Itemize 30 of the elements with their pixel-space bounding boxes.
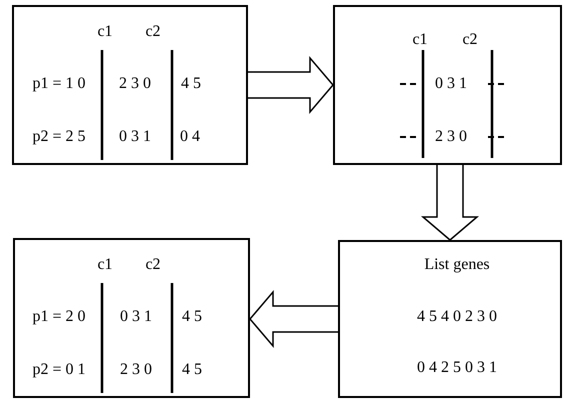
- process-box: [12, 5, 248, 165]
- process-box: [13, 238, 250, 398]
- gene-values: 2 3 0: [119, 75, 151, 93]
- gene-list: 0 4 2 5 0 3 1: [417, 359, 497, 377]
- row-label: p2 = 0 1: [32, 361, 86, 379]
- gene-values: 4 5: [182, 308, 202, 326]
- gene-values: 4 5: [182, 361, 202, 379]
- gene-values: 2 3 0: [435, 128, 467, 146]
- column-label: c1: [97, 256, 113, 274]
- row-label: p2 = 2 5: [32, 128, 86, 146]
- process-box: [333, 5, 562, 165]
- row-label: p1 = 2 0: [32, 308, 86, 326]
- column-label: c2: [145, 256, 161, 274]
- block-arrow: [249, 290, 339, 348]
- gene-list: 4 5 4 0 2 3 0: [417, 308, 497, 326]
- gene-values: 4 5: [181, 75, 201, 93]
- column-label: c1: [412, 31, 428, 49]
- gene-values: 0 3 1: [119, 128, 151, 146]
- column-label: c2: [462, 31, 478, 49]
- gene-values: 2 3 0: [120, 361, 152, 379]
- column-label: c2: [145, 23, 161, 41]
- column-label: c1: [97, 23, 113, 41]
- gene-values: 0 3 1: [435, 75, 467, 93]
- block-arrow: [420, 164, 480, 241]
- box-heading: List genes: [424, 256, 490, 274]
- block-arrow: [247, 56, 334, 114]
- process-box: [338, 240, 562, 398]
- gene-values: 0 3 1: [120, 308, 152, 326]
- gene-values: 0 4: [180, 128, 200, 146]
- row-label: p1 = 1 0: [32, 75, 86, 93]
